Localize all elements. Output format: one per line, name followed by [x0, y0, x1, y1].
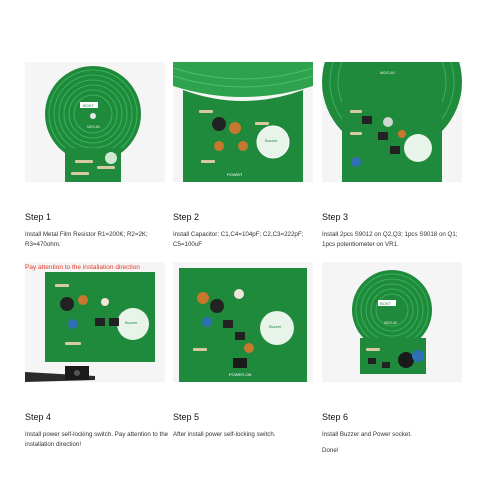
- brand-label: BOKT: [83, 103, 94, 108]
- step-3-title: Step 3: [322, 212, 349, 222]
- step-1-photo: BOKT MDS-60: [25, 62, 165, 182]
- switch-component: [65, 366, 89, 380]
- buzzer-label: Buzzer: [125, 320, 138, 325]
- step-4-text: Install power self-locking switch. Pay a…: [25, 431, 169, 448]
- step-1-title: Step 1: [25, 212, 52, 222]
- buzzer-label: Buzzer: [269, 324, 282, 329]
- step-1-text: Install Metal Film Resistor R1=200K; R2=…: [25, 231, 148, 248]
- pcb-board: [45, 272, 155, 362]
- step-2-title: Step 2: [173, 212, 200, 222]
- step-4-description: Install power self-locking switch. Pay a…: [25, 430, 170, 450]
- step-6-text: Install Buzzer and Power socket.: [322, 431, 412, 438]
- pcb-board: [352, 270, 432, 374]
- step-3-photo: MDS-60: [322, 62, 462, 182]
- model-label: MDS-60: [380, 70, 395, 75]
- power-label: POWER: [227, 172, 242, 177]
- pcb-board: [179, 268, 307, 382]
- step-4-photo: Buzzer Pay attention to the installation…: [25, 262, 165, 382]
- pcb-board: [173, 62, 313, 182]
- model-label: MDS-60: [87, 125, 100, 129]
- step-1-description: Install Metal Film Resistor R1=200K; R2=…: [25, 230, 170, 250]
- step-5-description: After install power self-locking switch.: [173, 430, 318, 440]
- step-3-description: Install 2pcs S9012 on Q2,Q3; 1pcs S9018 …: [322, 230, 467, 250]
- buzzer-label: Buzzer: [265, 138, 278, 143]
- model-label: MDS-60: [384, 321, 397, 325]
- step-6-done-text: Done!: [322, 447, 339, 454]
- step-4-title: Step 4: [25, 412, 52, 422]
- step-2-photo: Buzzer POWER: [173, 62, 313, 182]
- step-6-description: Install Buzzer and Power socket. Done!: [322, 430, 467, 456]
- step-5-text: After install power self-locking switch.: [173, 431, 276, 438]
- step-5-photo: Buzzer POWER-ON: [173, 262, 313, 382]
- pcb-board: [45, 66, 141, 182]
- step-5-title: Step 5: [173, 412, 200, 422]
- step-3-text: Install 2pcs S9012 on Q2,Q3; 1pcs S9018 …: [322, 231, 458, 248]
- power-on-label: POWER-ON: [229, 372, 252, 377]
- pcb-board: [322, 62, 462, 182]
- step-6-photo: BOKT MDS-60: [322, 262, 462, 382]
- step-2-text: Install Capacitor: C1,C4=104pF; C2,C3=22…: [173, 231, 304, 248]
- step-2-description: Install Capacitor: C1,C4=104pF; C2,C3=22…: [173, 230, 318, 250]
- overlay-attention-text: Pay attention to the installation direct…: [25, 264, 140, 271]
- brand-label: BOKT: [380, 301, 391, 306]
- step-6-title: Step 6: [322, 412, 349, 422]
